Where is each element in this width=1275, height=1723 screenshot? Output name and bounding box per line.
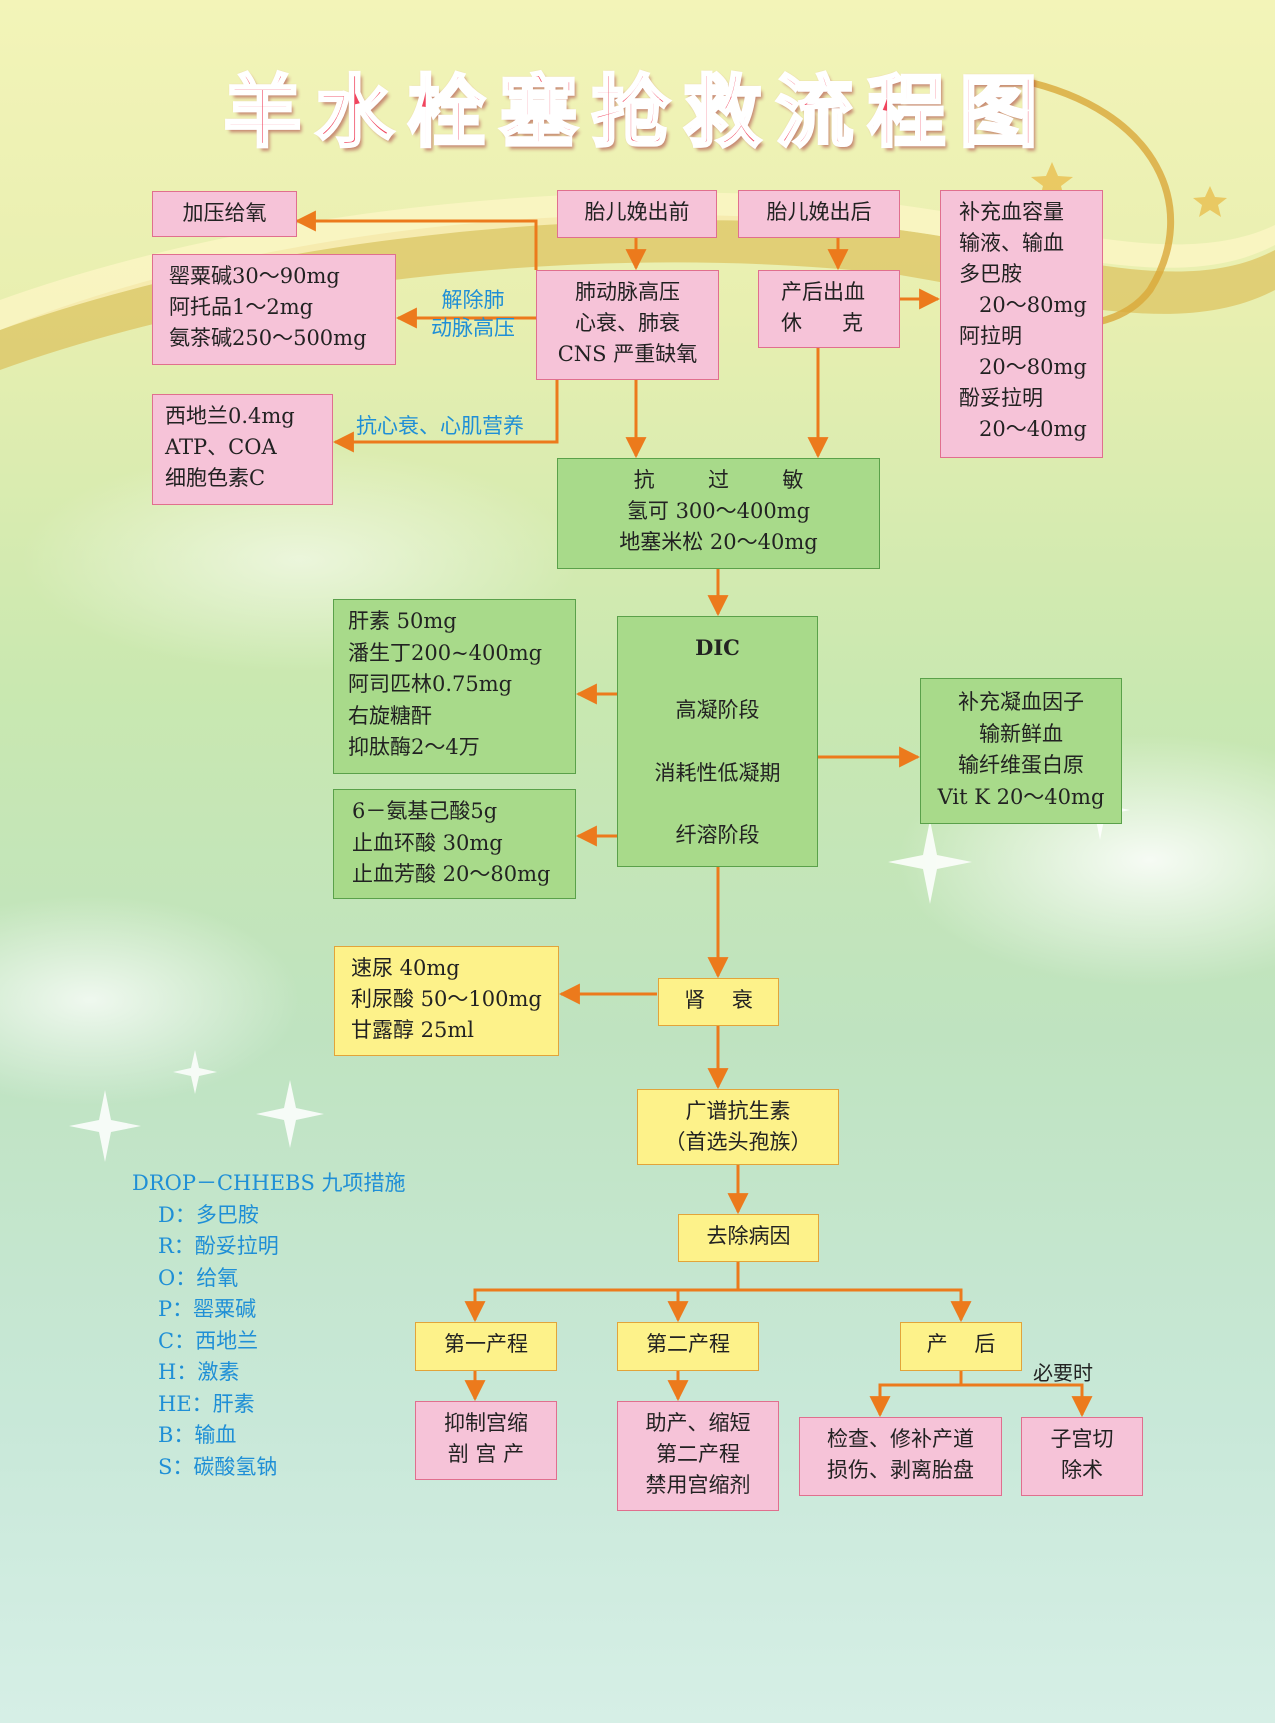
box-second-stage: 第二产程 <box>617 1322 759 1371</box>
box-postpartum-hemorrhage: 产后出血 休 克 <box>758 270 900 348</box>
box-renal-failure: 肾 衰 <box>658 978 779 1026</box>
box-hysterectomy: 子宫切 除术 <box>1021 1417 1143 1496</box>
drop-heading: DROP－CHHEBS 九项措施 <box>132 1171 406 1195</box>
box-heparin: 肝素 50mg 潘生丁200~400mg 阿司匹林0.75mg 右旋糖酐 抑肽酶… <box>333 599 576 774</box>
box-antibiotics: 广谱抗生素 （首选头孢族） <box>637 1089 839 1165</box>
box-before-delivery: 胎儿娩出前 <box>557 190 717 238</box>
dic-stage-hypercoagulable: 高凝阶段 <box>675 698 760 722</box>
drop-item: P：罂粟碱 <box>158 1297 257 1321</box>
drop-item: O：给氧 <box>158 1265 239 1290</box>
box-antifibrinolytic: 6－氨基己酸5g 止血环酸 30mg 止血芳酸 20～80mg <box>333 789 576 899</box>
label-relieve-pulmonary: 解除肺 动脉高压 <box>431 288 515 341</box>
box-postpartum-action: 检查、修补产道 损伤、剥离胎盘 <box>799 1417 1002 1496</box>
drop-item: D：多巴胺 <box>158 1202 259 1227</box>
label-anti-heart-failure: 抗心衰、心肌营养 <box>356 414 524 438</box>
box-blood-volume: 补充血容量 输液、输血 多巴胺 20～80mg 阿拉明 20～80mg 酚妥拉明… <box>940 190 1103 458</box>
dic-stage-consumptive: 消耗性低凝期 <box>654 761 781 785</box>
box-second-stage-action: 助产、缩短 第二产程 禁用宫缩剂 <box>617 1401 779 1511</box>
drop-item: HE：肝素 <box>158 1391 255 1416</box>
box-postpartum: 产 后 <box>900 1322 1022 1371</box>
drop-item: C：西地兰 <box>158 1328 259 1353</box>
box-after-delivery: 胎儿娩出后 <box>738 190 900 238</box>
box-anti-allergy: 抗 过 敏 氢可 300～400mg 地塞米松 20～40mg <box>557 458 880 569</box>
drop-item: B：输血 <box>158 1423 237 1447</box>
box-diuretics: 速尿 40mg 利尿酸 50～100mg 甘露醇 25ml <box>334 946 559 1056</box>
page-title: 羊水栓塞抢救流程图 <box>222 67 1052 160</box>
drop-item: H：激素 <box>158 1360 240 1384</box>
drop-item: S：碳酸氢钠 <box>158 1454 278 1479</box>
box-pulmonary-drugs: 罂粟碱30～90mg 阿托品1～2mg 氨茶碱250～500mg <box>152 254 396 365</box>
box-first-stage-action: 抑制宫缩 剖 宫 产 <box>415 1401 557 1480</box>
box-first-stage: 第一产程 <box>415 1322 557 1371</box>
box-coagulation-factors: 补充凝血因子 输新鲜血 输纤维蛋白原 Vit K 20～40mg <box>920 678 1122 824</box>
drop-chhebs-legend: DROP－CHHEBS 九项措施 D：多巴胺 R：酚妥拉明 O：给氧 P：罂粟碱… <box>132 1168 406 1483</box>
dic-title: DIC <box>695 635 740 660</box>
box-oxygen: 加压给氧 <box>152 191 297 237</box>
dic-stage-fibrinolytic: 纤溶阶段 <box>675 823 760 847</box>
label-if-necessary: 必要时 <box>1033 1361 1093 1385</box>
drop-item: R：酚妥拉明 <box>158 1234 279 1258</box>
box-remove-cause: 去除病因 <box>678 1214 819 1262</box>
box-dic: DIC 高凝阶段 消耗性低凝期 纤溶阶段 <box>617 616 818 867</box>
box-cardiac-drugs: 西地兰0.4mg ATP、COA 细胞色素C <box>152 394 333 505</box>
box-pulmonary-hypertension: 肺动脉高压 心衰、肺衰 CNS 严重缺氧 <box>536 270 719 380</box>
